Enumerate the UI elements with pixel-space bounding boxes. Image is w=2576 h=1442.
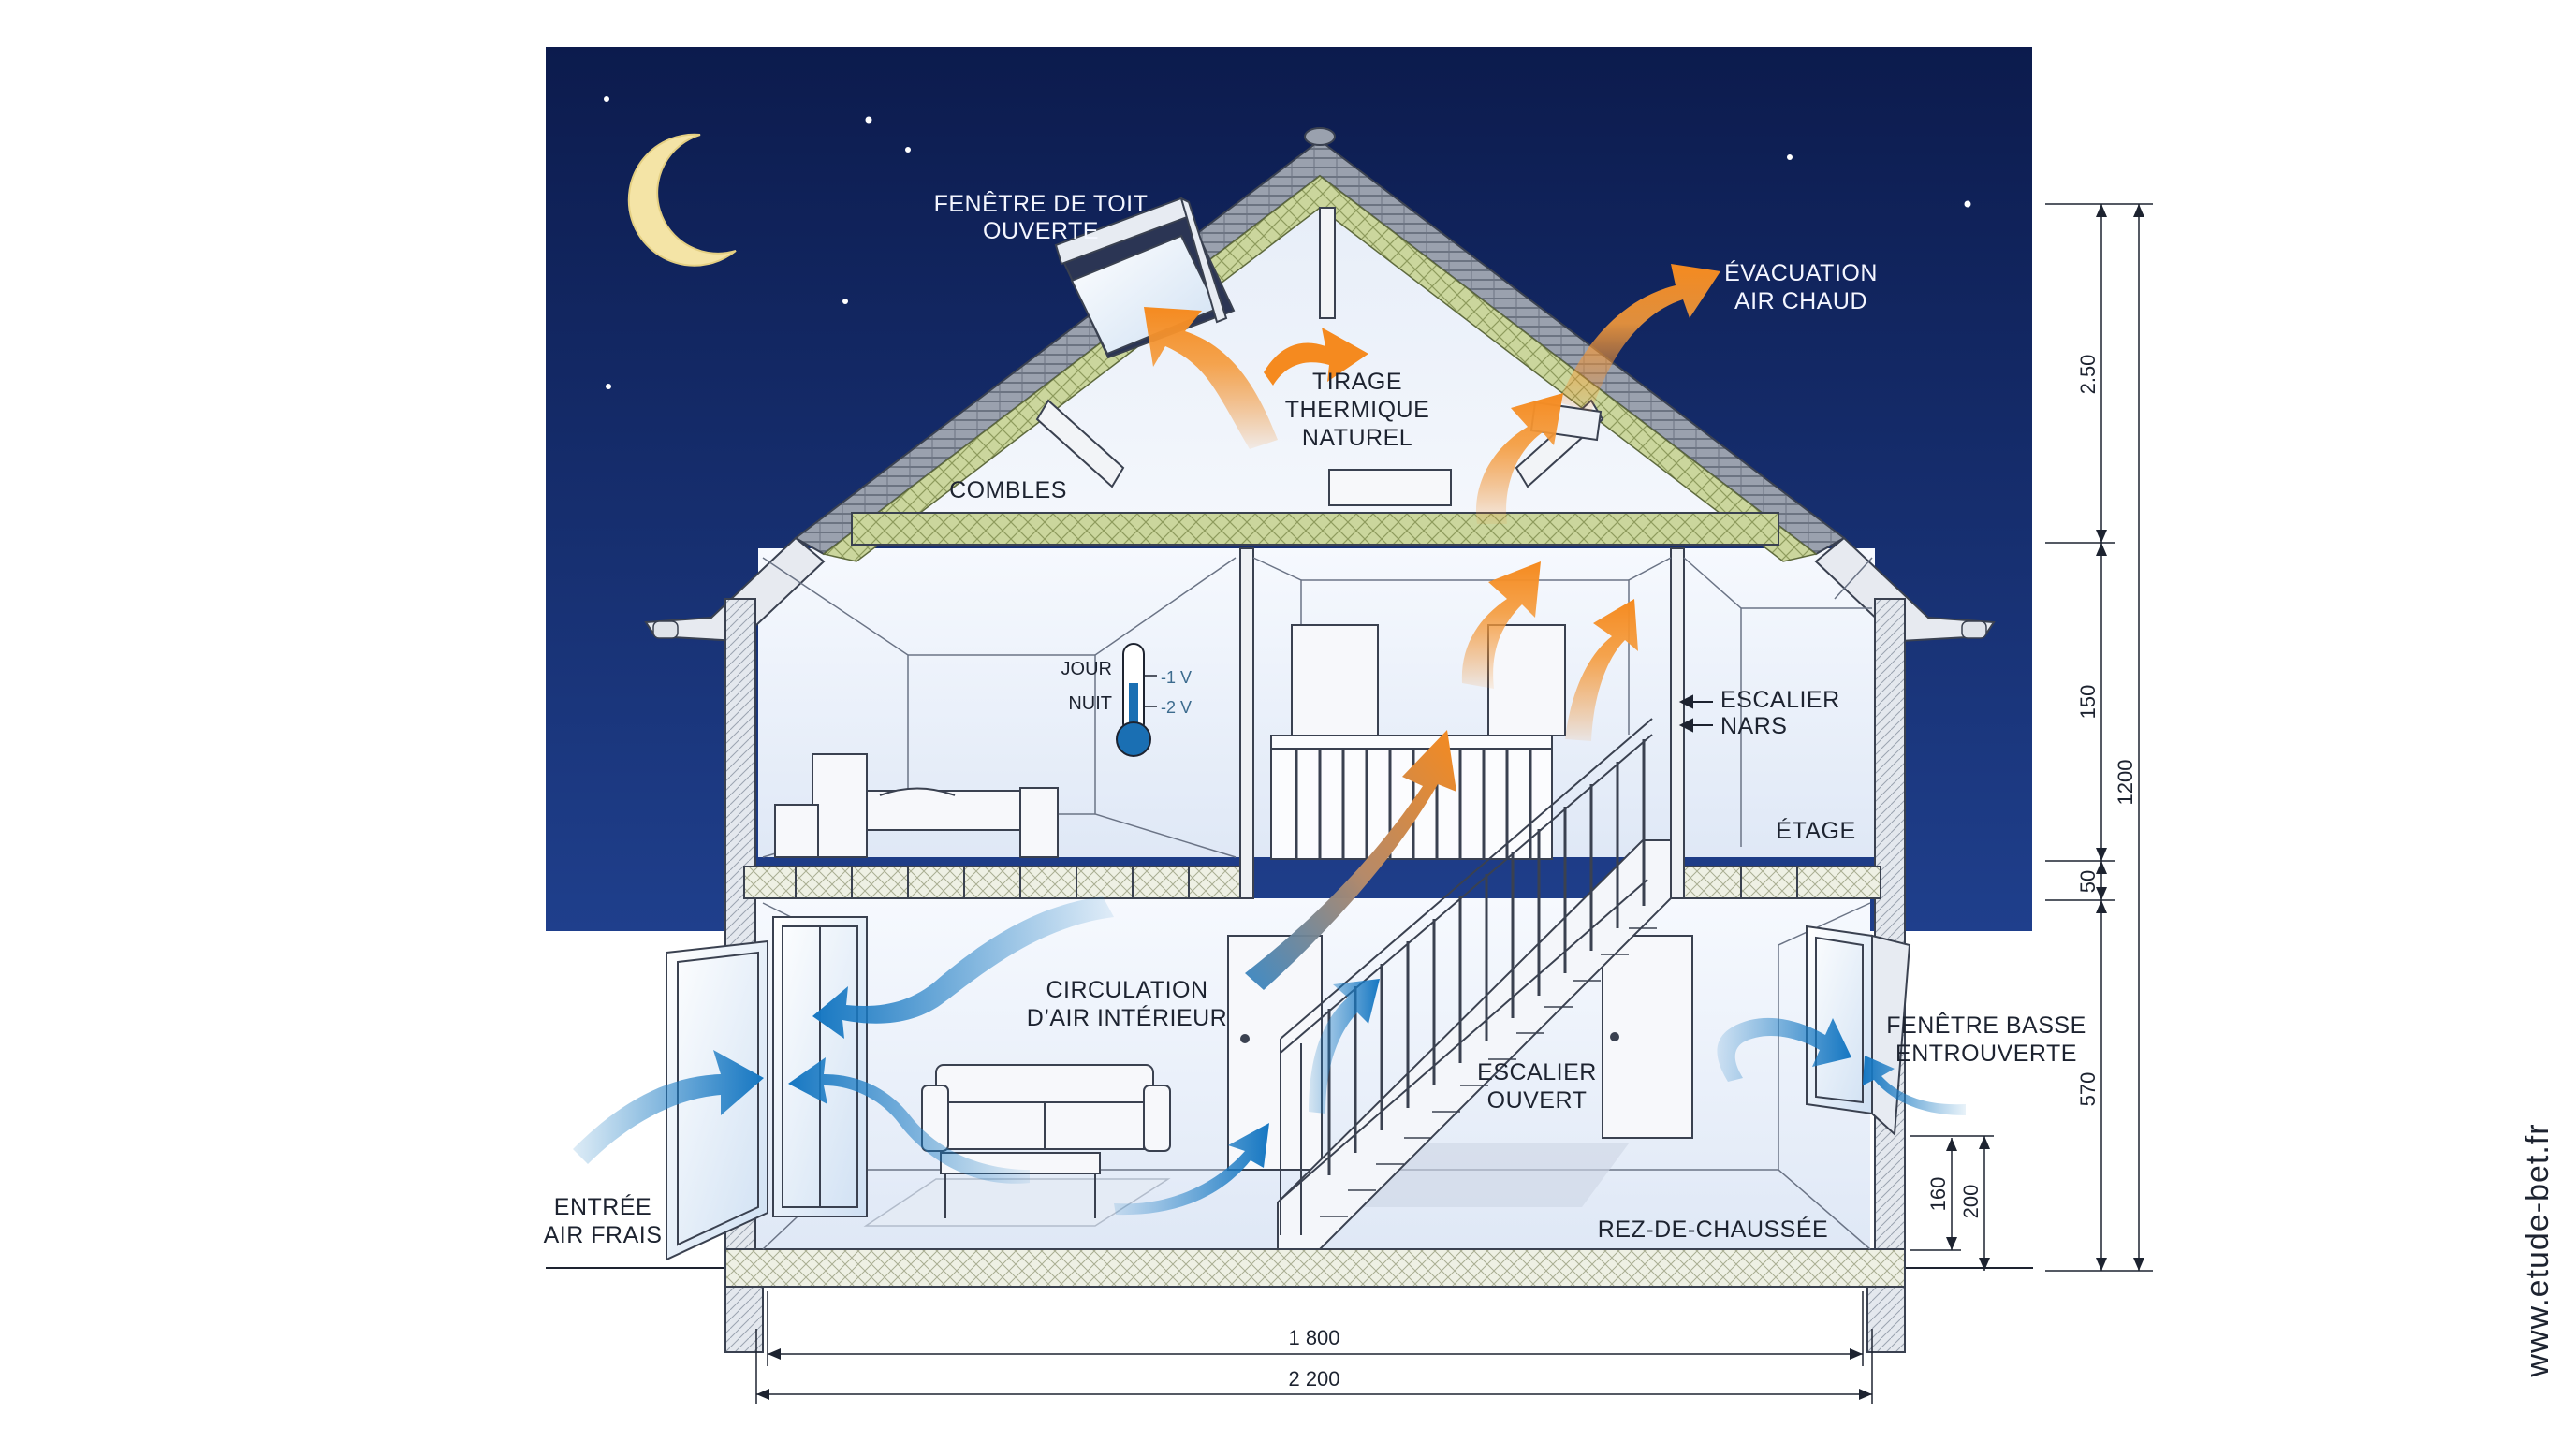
cool-arrow-left-lower [788,1057,1030,1184]
dim-total: 1200 [2114,760,2137,806]
dim-allege-2: 200 [1959,1185,1983,1219]
warm-arrow-diagonal [1245,730,1456,990]
warm-arrow-attic-right [1264,328,1368,386]
roof [644,127,1996,643]
label-circulation-2: D’AIR INTÉRIEUR [1027,1004,1227,1031]
label-etage: ÉTAGE [1776,817,1855,844]
walls [724,547,1906,1250]
tilted-low-window [1806,925,1911,1137]
cool-arrow-entree [573,1050,764,1164]
cool-arrow-left-upper [812,896,1114,1039]
label-escalier-ouvert-1: ESCALIER [1477,1059,1597,1085]
label-tirage-3: NATUREL [1302,425,1412,451]
dimension-lines [755,203,2153,1404]
warm-air-arrows [1144,264,1720,990]
label-fenetre-basse-2: ENTROUVERTE [1895,1041,2077,1067]
foundation [724,1248,1906,1353]
cool-arrow-stairs-up [1309,979,1380,1114]
bed [774,753,1059,858]
label-rez-de-chaussee: REZ-DE-CHAUSSÉE [1598,1216,1828,1243]
dimension-values: 2.50 150 50 570 1200 160 200 1 800 2 200 [1288,355,2137,1391]
stars [604,96,1971,389]
label-nuit-val: -2 V [1161,698,1192,717]
cool-arrow-fenetre-basse-out [1863,1056,1966,1115]
label-jour-val: -1 V [1161,668,1192,687]
label-entree-2: AIR FRAIS [544,1222,663,1248]
dim-rdc: 570 [2076,1072,2100,1107]
warm-arrow-attic-mid [1475,393,1563,524]
label-circulation-1: CIRCULATION [1046,977,1208,1003]
label-escalier-nars-2: NARS [1720,713,1787,739]
ground-doors [1227,935,1693,1171]
dim-allege-1: 160 [1926,1177,1950,1212]
label-fenetre-toit-1: FENÊTRE DE TOIT [934,190,1149,217]
cool-arrow-to-stairs [1114,1123,1269,1216]
watermark-url: www.etude-bet.fr [2520,1123,2555,1377]
label-evacuation-1: ÉVACUATION [1724,259,1878,286]
label-combles: COMBLES [949,477,1067,503]
dim-combles: 2.50 [2076,355,2100,395]
upper-doors [1291,624,1566,736]
attic-floor-insulation [851,512,1779,546]
cool-air-arrows [573,896,1966,1216]
labels: FENÊTRE DE TOIT OUVERTE ÉVACUATION AIR C… [544,190,2086,1248]
upper-right-room [1683,557,1873,847]
thermometer-icon [1116,643,1157,757]
nars-leader-arrows [1678,694,1713,733]
label-escalier-ouvert-2: OUVERT [1487,1087,1588,1114]
dim-etage: 150 [2076,685,2100,720]
warm-arrow-up-2 [1565,599,1638,741]
dimension-arrowheads [756,204,2144,1400]
warm-arrow-up-1 [1461,561,1541,689]
label-fenetre-toit-2: OUVERTE [983,218,1099,244]
label-escalier-nars-1: ESCALIER [1720,687,1840,713]
living-room-furniture [863,1064,1171,1227]
staircase [1277,718,1672,1250]
cool-arrow-fenetre-basse [1717,1017,1852,1082]
dim-plancher: 50 [2076,870,2100,893]
dim-outer-width: 2 200 [1288,1367,1339,1391]
floor-shadow [1348,1143,1629,1207]
label-evacuation-2: AIR CHAUD [1734,288,1867,314]
label-entree-1: ENTRÉE [554,1193,651,1220]
warm-arrow-roof-window [1144,307,1278,449]
landing-railing [1270,735,1553,860]
label-nuit: NUIT [1068,693,1112,714]
warm-arrow-evacuation [1559,264,1720,412]
label-tirage-1: TIRAGE [1312,369,1402,395]
label-tirage-2: THERMIQUE [1285,397,1430,423]
moon-icon [627,133,737,267]
intermediate-floor [743,866,1881,899]
label-fenetre-basse-1: FENÊTRE BASSE [1886,1012,2086,1039]
dim-inner-width: 1 800 [1288,1326,1339,1349]
label-jour: JOUR [1061,659,1112,679]
